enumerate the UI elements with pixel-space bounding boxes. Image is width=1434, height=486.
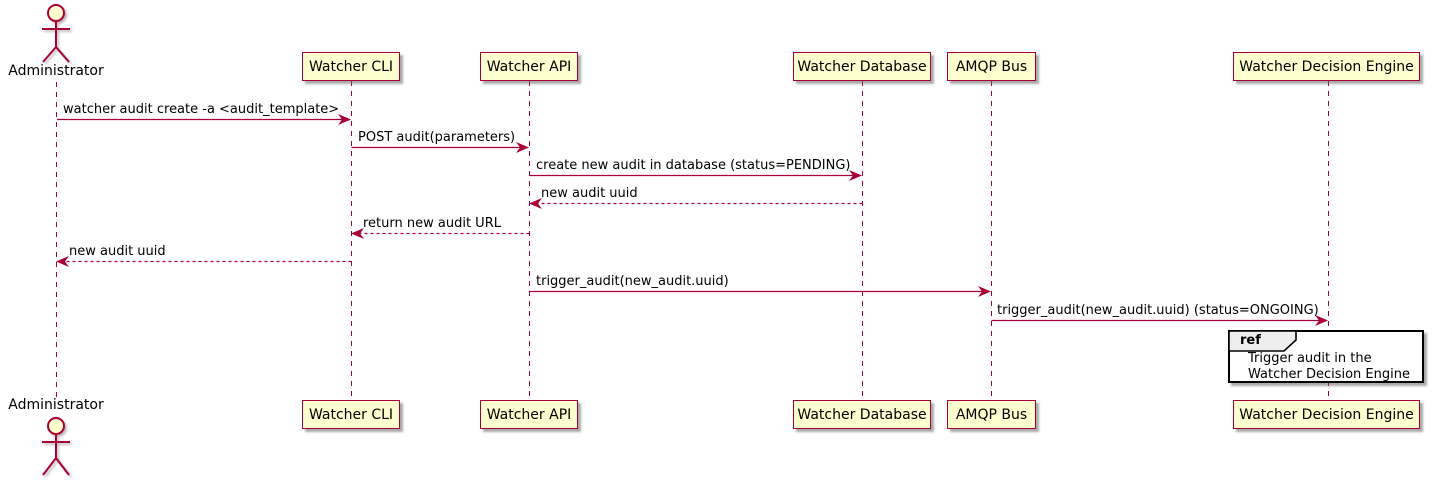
participant-top-watcher-cli: Watcher CLI (302, 52, 400, 81)
participant-label: Watcher CLI (308, 58, 394, 75)
arrow-msg-7 (529, 286, 991, 297)
arrow-msg-8 (991, 315, 1328, 326)
arrow-msg-4 (529, 198, 863, 209)
actor-leg-right (55, 46, 70, 63)
arrow-msg-2 (351, 142, 529, 153)
arrow-msg-3 (529, 170, 862, 181)
ref-keyword: ref (1240, 333, 1261, 348)
participant-bottom-watcher-database: Watcher Database (793, 400, 931, 429)
actor-label-top: Administrator (8, 63, 104, 79)
message-label-3: create new audit in database (status=PEN… (536, 158, 851, 173)
message-label-5: return new audit URL (363, 216, 501, 231)
message-label-2: POST audit(parameters) (358, 130, 516, 145)
participant-label: Watcher Database (797, 406, 927, 423)
actor-leg-left (42, 457, 57, 476)
actor-head (47, 4, 65, 22)
participant-bottom-watcher-api: Watcher API (480, 400, 578, 429)
lifelines (56, 81, 1329, 400)
participant-top-watcher-decision-engine: Watcher Decision Engine (1233, 52, 1420, 81)
participant-label: Watcher Decision Engine (1239, 406, 1414, 423)
arrow-msg-6 (56, 256, 352, 267)
ref-text-line: Watcher Decision Engine (1248, 367, 1410, 382)
actor-figure-top (42, 4, 70, 63)
actor-leg-right (55, 457, 70, 476)
participant-bottom-amqp-bus: AMQP Bus (947, 400, 1036, 429)
participant-bottom-watcher-decision-engine: Watcher Decision Engine (1233, 400, 1420, 429)
arrow-msg-5 (351, 228, 530, 239)
participant-bottom-watcher-cli: Watcher CLI (302, 400, 400, 429)
actor-leg-left (42, 46, 57, 63)
participant-label: AMQP Bus (955, 58, 1028, 75)
participant-label: Watcher CLI (308, 406, 394, 423)
participant-label: Watcher API (486, 406, 572, 423)
arrow-msg-1 (57, 114, 351, 125)
participant-top-amqp-bus: AMQP Bus (947, 52, 1036, 81)
actor-label-bottom: Administrator (8, 397, 104, 413)
participant-top-watcher-api: Watcher API (480, 52, 578, 81)
message-label-4: new audit uuid (541, 186, 638, 201)
message-label-6: new audit uuid (69, 244, 166, 259)
participant-top-watcher-database: Watcher Database (793, 52, 931, 81)
ref-text: Trigger audit in the Watcher Decision En… (1248, 351, 1410, 383)
message-arrows (56, 114, 1328, 326)
actor-head (47, 417, 65, 435)
participant-label: AMQP Bus (955, 406, 1028, 423)
ref-fragment: ref Trigger audit in the Watcher Decisio… (1228, 330, 1424, 383)
participant-label: Watcher Database (797, 58, 927, 75)
message-label-7: trigger_audit(new_audit.uuid) (536, 274, 729, 289)
participant-label: Watcher Decision Engine (1239, 58, 1414, 75)
ref-text-line: Trigger audit in the (1248, 351, 1372, 366)
message-label-1: watcher audit create -a <audit_template> (63, 102, 340, 117)
participant-label: Watcher API (486, 58, 572, 75)
message-label-8: trigger_audit(new_audit.uuid) (status=ON… (997, 303, 1319, 318)
actor-figure-bottom (42, 417, 70, 476)
ref-tab-shape (1229, 331, 1297, 352)
